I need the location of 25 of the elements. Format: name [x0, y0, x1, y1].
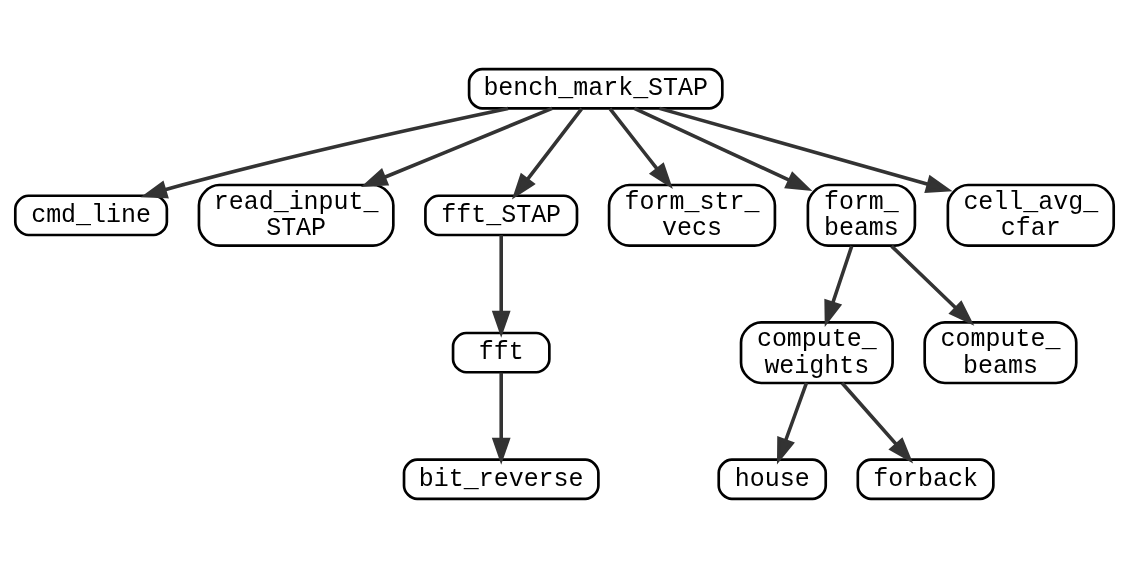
arrow	[633, 106, 813, 191]
node-box: read_input_ STAP	[197, 183, 395, 247]
node-box: bench_mark_STAP	[467, 67, 724, 110]
node-box: form_ beams	[806, 183, 917, 247]
node-box: house	[717, 458, 828, 501]
arrow	[491, 372, 511, 465]
node-box: cell_avg_ cfar	[946, 183, 1116, 247]
node-box: cmd_line	[13, 194, 169, 237]
arrow	[824, 245, 854, 328]
node-box: fft_STAP	[424, 194, 579, 237]
node-box: compute_ beams	[923, 321, 1078, 385]
node-box: forback	[856, 458, 995, 501]
arrow	[140, 106, 509, 199]
arrow	[360, 106, 553, 187]
node-box: fft	[451, 331, 551, 374]
arrow	[608, 107, 673, 190]
arrow	[491, 235, 511, 338]
node-box: bit_reverse	[402, 458, 600, 501]
arrow	[658, 106, 953, 193]
arrow	[890, 244, 975, 326]
arrow	[840, 381, 914, 464]
arrow	[511, 107, 584, 200]
arrow	[776, 382, 809, 465]
node-box: compute_ weights	[739, 321, 894, 385]
node-box: form_str_ vecs	[607, 183, 777, 247]
